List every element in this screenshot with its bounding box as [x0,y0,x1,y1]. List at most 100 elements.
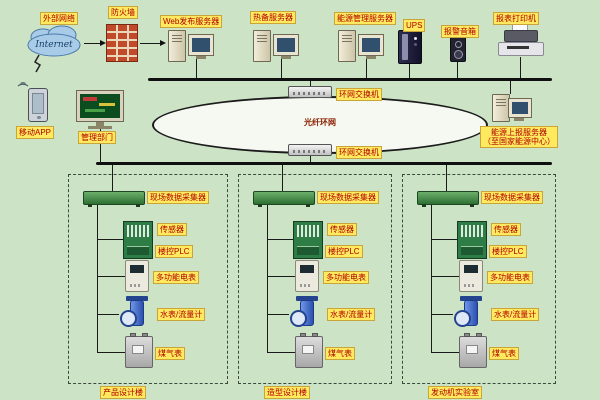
gas-meter-label: 煤气表 [489,347,519,360]
power-meter-icon [125,260,149,292]
data-collector-icon [417,191,479,207]
report-server-label: 能源上报服务器 [491,128,547,137]
internet-label: 外部网络 [40,12,78,25]
branch-line [267,239,293,240]
backbone-bus-bottom [96,162,552,165]
plc-icon [293,221,323,259]
gas-meter-label: 煤气表 [155,347,185,360]
collector-label: 现场数据采集器 [317,191,379,204]
monitor-stand [514,118,524,121]
water-meter-label: 水表/流量计 [491,308,540,321]
power-meter-label: 多功能电表 [487,271,533,284]
data-collector-icon [83,191,145,207]
gas-meter-icon [295,333,323,368]
power-meter-label: 多功能电表 [153,271,199,284]
report-server-sublabel: （至国家能源中心） [483,137,555,146]
branch-line [431,352,459,353]
building-name-1: 产品设计楼 [100,386,146,399]
building-zone-2: 现场数据采集器 传感器 楼控PLC 多功能电表 水表/流量计 煤气表 [238,174,392,384]
report-server-tag: 能源上报服务器 （至国家能源中心） [480,126,558,148]
building-zone-1: 现场数据采集器 传感器 楼控PLC 多功能电表 水表/流量计 煤气表 [68,174,228,384]
branch-line [97,239,123,240]
ring-switch-bottom-label: 环网交换机 [336,146,382,159]
connector-line [520,57,521,78]
arrow-icon [160,40,166,46]
monitor-icon [188,34,214,56]
sensor-label: 传感器 [491,223,521,236]
branch-line [267,276,295,277]
ups-label: UPS [403,19,426,32]
wireless-link-icon [33,54,42,73]
branch-line [431,314,453,315]
branch-line [267,314,289,315]
monitor-icon [508,98,532,118]
water-meter-icon [289,296,325,332]
energy-server-label: 能源管理服务器 [334,12,396,25]
standby-server-icon [253,30,271,62]
building-name-3: 发动机实验室 [428,386,482,399]
connector-line [112,165,113,191]
connector-line [281,59,282,78]
connector-line [100,129,101,163]
water-meter-icon [453,296,489,332]
trunk-line [267,205,268,352]
sensor-label: 传感器 [157,223,187,236]
collector-label: 现场数据采集器 [147,191,209,204]
energy-server-icon [338,30,356,62]
gas-meter-label: 煤气表 [325,347,355,360]
ring-switch-top-icon [288,86,332,98]
power-meter-icon [459,260,483,292]
monitor-icon [273,34,299,56]
printer-icon [504,30,538,42]
collector-label: 现场数据采集器 [481,191,543,204]
web-server-icon [168,30,186,62]
monitor-icon [358,34,384,56]
branch-line [431,239,457,240]
internet-text: Internet [35,40,73,50]
web-server-label: Web发布服务器 [160,15,223,28]
plc-icon [123,221,153,259]
trunk-line [431,205,432,352]
connector-line [510,81,511,94]
branch-line [97,352,125,353]
water-meter-label: 水表/流量计 [327,308,376,321]
printer-body [498,42,544,56]
firewall-icon [106,24,138,62]
arrow-icon [100,40,106,46]
mobile-app-label: 移动APP [16,126,55,139]
data-collector-icon [253,191,315,207]
backbone-bus-top [148,78,552,81]
standby-server-label: 热备服务器 [250,11,296,24]
water-meter-label: 水表/流量计 [157,308,206,321]
connector-line [196,59,197,78]
monitor-base [88,126,112,129]
alarm-speaker-label: 报警音箱 [441,25,479,38]
plc-label: 楼控PLC [489,245,527,258]
connector-line [446,165,447,191]
connector-line [310,156,311,163]
printer-label: 报表打印机 [493,12,539,25]
plc-label: 楼控PLC [155,245,193,258]
connector-line [457,62,458,78]
branch-line [97,314,119,315]
connector-line [282,165,283,191]
branch-line [267,352,295,353]
plc-icon [457,221,487,259]
trunk-line [97,205,98,352]
connector-line [366,59,367,78]
firewall-label: 防火墙 [108,6,138,19]
management-dept-label: 管理部门 [78,131,116,144]
monitor-stand [281,56,291,59]
building-name-2: 造型设计楼 [264,386,310,399]
connector-line [310,81,311,87]
power-meter-icon [295,260,319,292]
fiber-ring-label: 光纤环网 [304,118,336,127]
monitor-stand [196,56,206,59]
connector-line [409,64,410,78]
gas-meter-icon [125,333,153,368]
power-meter-label: 多功能电表 [323,271,369,284]
building-zone-3: 现场数据采集器 传感器 楼控PLC 多功能电表 水表/流量计 煤气表 [402,174,556,384]
mobile-phone-icon [28,88,48,122]
branch-line [97,276,125,277]
